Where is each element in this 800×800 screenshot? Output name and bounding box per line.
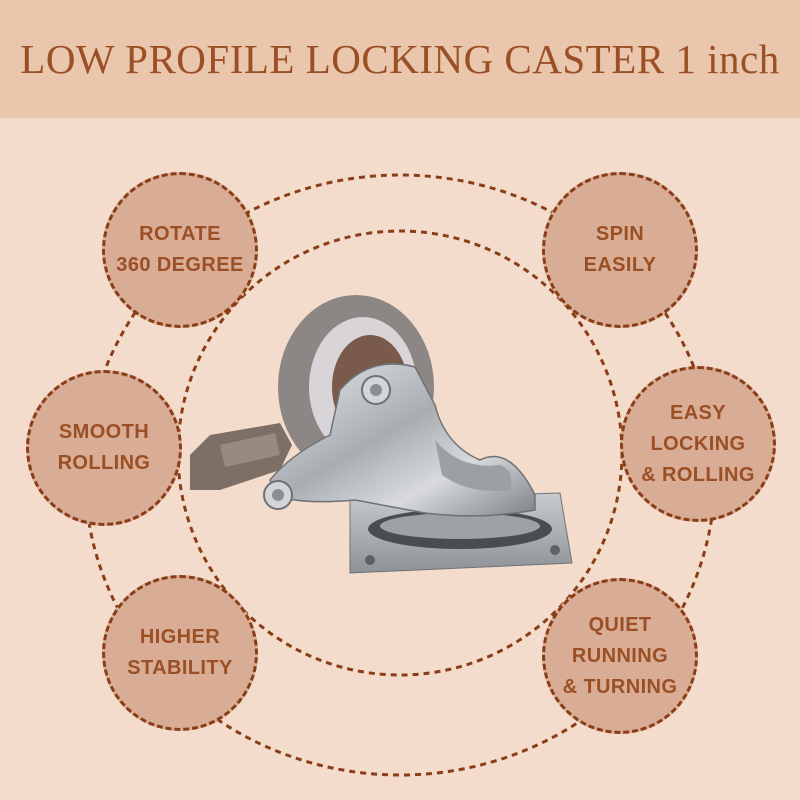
feature-stability: HIGHER STABILITY <box>102 575 258 731</box>
feature-quiet: QUIET RUNNING & TURNING <box>542 578 698 734</box>
feature-smooth-label: SMOOTH ROLLING <box>57 421 151 474</box>
page-title: LOW PROFILE LOCKING CASTER 1 inch <box>20 36 780 82</box>
plate-hole <box>365 555 375 565</box>
feature-stability-label: HIGHER STABILITY <box>127 626 233 679</box>
feature-rotate: ROTATE 360 DEGREE <box>102 172 258 328</box>
feature-quiet-label: QUIET RUNNING & TURNING <box>562 613 678 698</box>
feature-spin: SPIN EASILY <box>542 172 698 328</box>
brake-pad <box>220 433 280 467</box>
title-banner: LOW PROFILE LOCKING CASTER 1 inch <box>0 0 800 118</box>
feature-easy-locking: EASY LOCKING & ROLLING <box>620 366 776 522</box>
feature-rotate-label: ROTATE 360 DEGREE <box>116 223 244 276</box>
caster-image <box>190 295 573 574</box>
feature-spin-label: SPIN EASILY <box>583 223 657 276</box>
axle-bolt-center <box>370 384 382 396</box>
feature-smooth: SMOOTH ROLLING <box>26 370 182 526</box>
fork-opening <box>435 440 512 491</box>
feature-easy-locking-label: EASY LOCKING & ROLLING <box>641 401 755 486</box>
plate-hole <box>550 545 560 555</box>
swivel-race <box>380 513 540 539</box>
lever-pivot-center <box>272 489 284 501</box>
